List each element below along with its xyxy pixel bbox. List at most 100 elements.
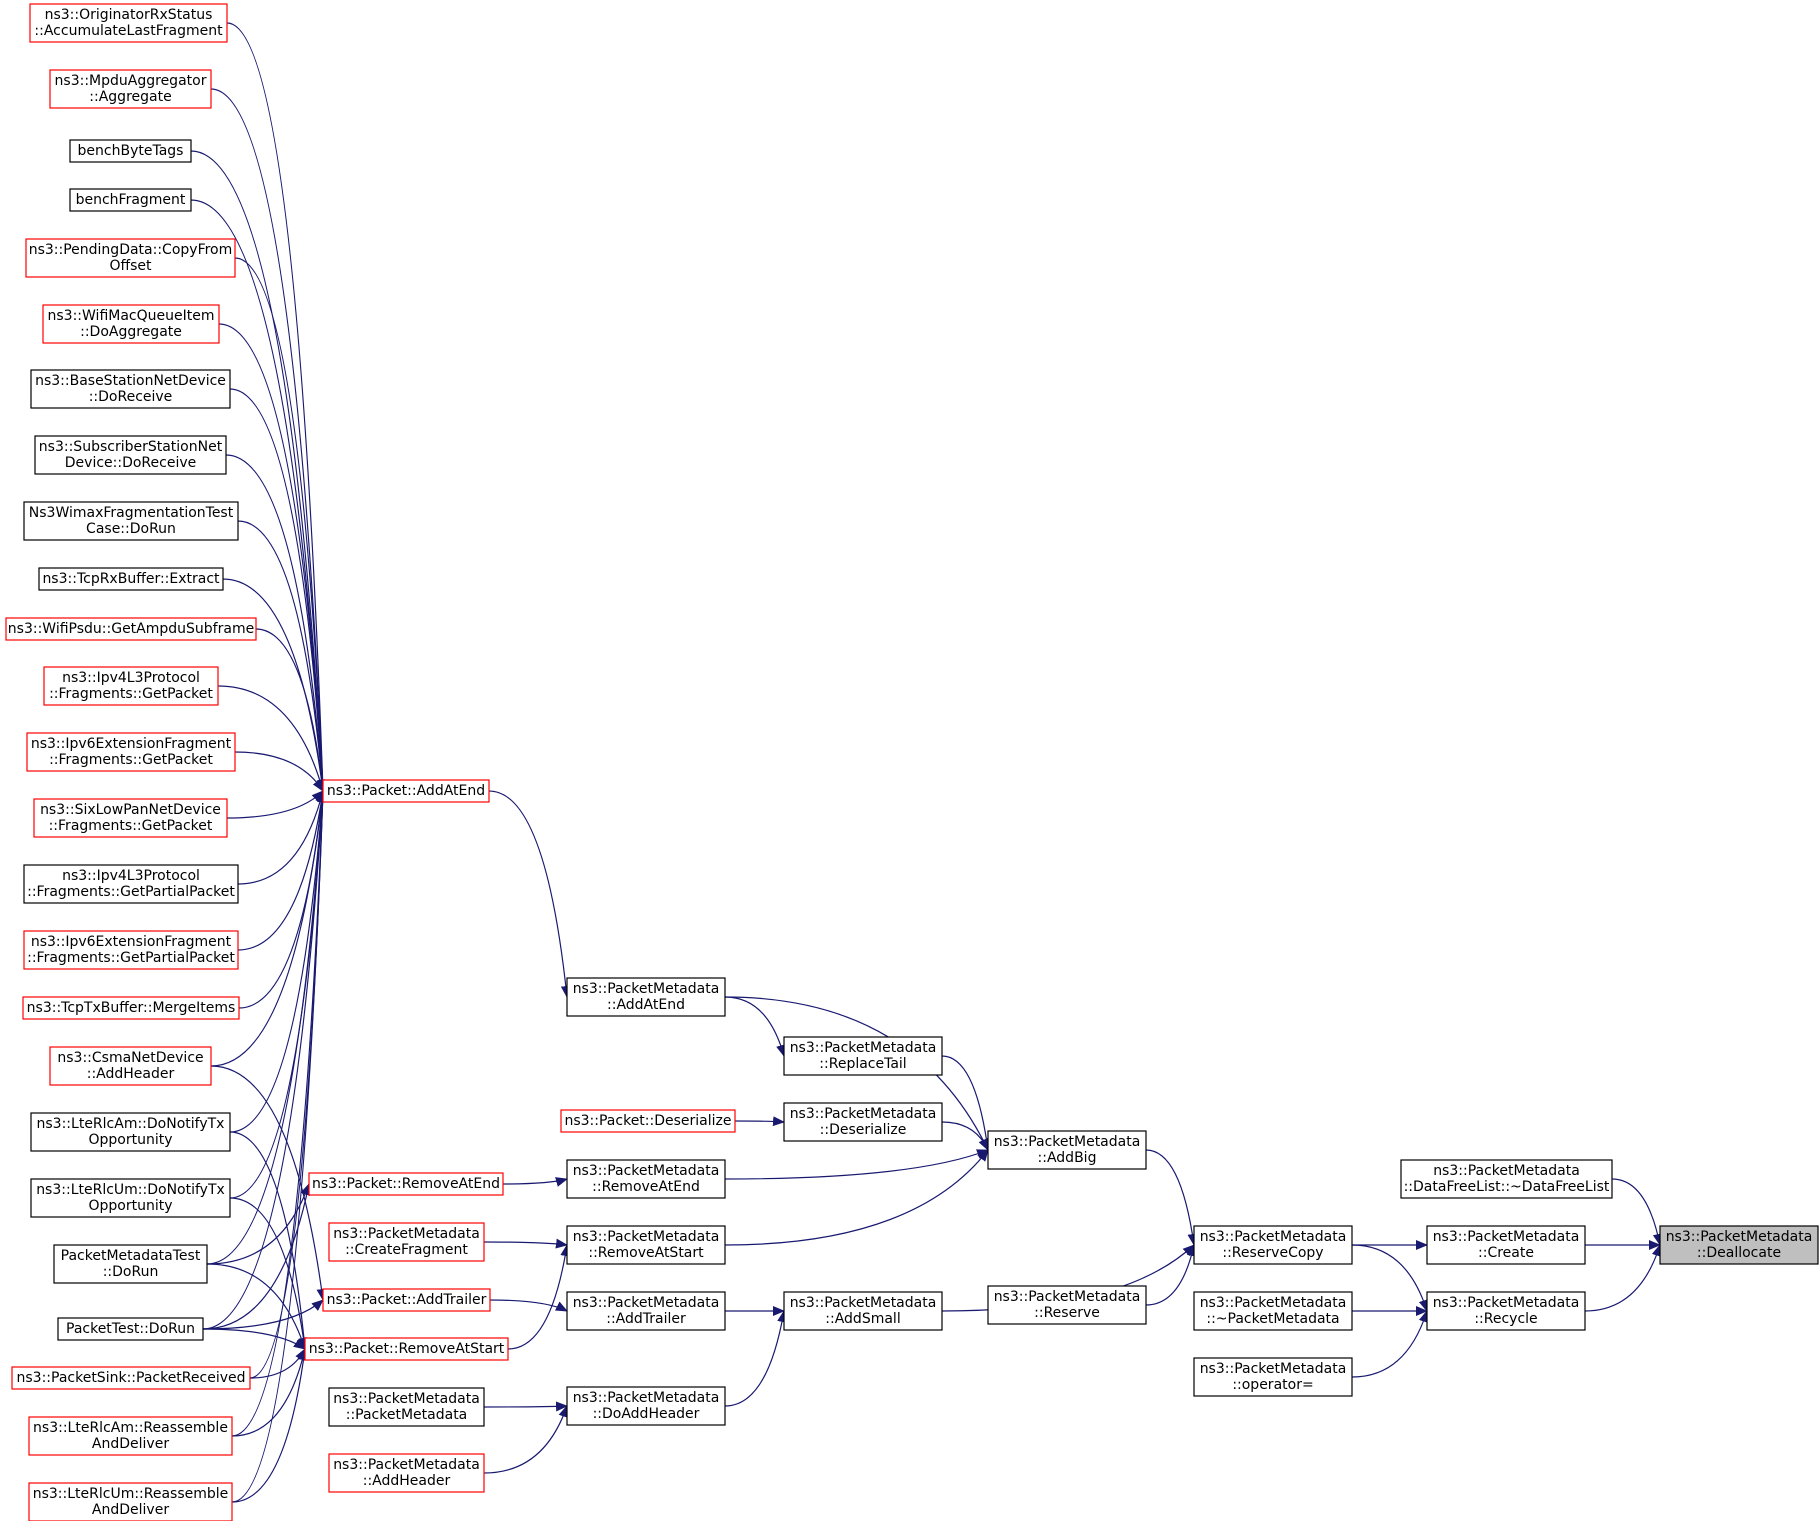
node-benchfrag[interactable]: benchFragment	[69, 188, 192, 212]
node-label-line: Opportunity	[88, 1198, 172, 1214]
edge-ipv4partial-to-addatend	[237, 790, 326, 885]
node-box	[28, 1482, 233, 1521]
node-label-line: ::AddSmall	[825, 1311, 900, 1327]
node-box	[1193, 1357, 1353, 1397]
node-createfrag[interactable]: ns3::PacketMetadata::CreateFragment	[328, 1222, 485, 1262]
node-pmtest[interactable]: PacketMetadataTest::DoRun	[53, 1244, 208, 1284]
node-label-line: ns3::Packet::RemoveAtStart	[309, 1341, 505, 1357]
node-label-line: PacketMetadataTest	[61, 1248, 201, 1264]
node-box	[566, 1159, 726, 1199]
edge-pmctor-to-pmdoaddheader	[483, 1401, 568, 1412]
node-mpduagg[interactable]: ns3::MpduAggregator::Aggregate	[49, 69, 212, 109]
node-label-line: ::AddHeader	[363, 1473, 451, 1489]
node-label-line: ::ReserveCopy	[1222, 1245, 1323, 1261]
node-addatend[interactable]: ns3::Packet::AddAtEnd	[322, 779, 490, 803]
node-label-line: benchByteTags	[78, 143, 184, 159]
node-packetsink[interactable]: ns3::PacketSink::PacketReceived	[11, 1366, 251, 1390]
node-packettest[interactable]: PacketTest::DoRun	[57, 1317, 204, 1341]
node-tcprx[interactable]: ns3::TcpRxBuffer::Extract	[38, 567, 224, 591]
node-pmaddsmall[interactable]: ns3::PacketMetadata::AddSmall	[783, 1291, 943, 1331]
node-label-line: ::ReplaceTail	[819, 1056, 906, 1072]
node-box	[28, 1416, 233, 1456]
node-label-line: ns3::LteRlcUm::Reassemble	[33, 1486, 229, 1502]
node-ipv4getpkt[interactable]: ns3::Ipv4L3Protocol::Fragments::GetPacke…	[43, 666, 219, 706]
node-box	[328, 1453, 485, 1493]
edge-dflist-to-pmdeallocate	[1611, 1178, 1663, 1246]
node-label-line: ns3::Ipv6ExtensionFragment	[31, 934, 232, 950]
node-label-line: ns3::PacketMetadata	[1200, 1229, 1347, 1245]
edge-createfrag-to-pmremoveatstart	[483, 1238, 568, 1249]
node-pmdtor[interactable]: ns3::PacketMetadata::~PacketMetadata	[1193, 1291, 1353, 1331]
node-box	[23, 864, 239, 904]
edge-pmoperator-to-pmrecycle	[1351, 1310, 1429, 1378]
node-box	[304, 1337, 509, 1361]
node-pmaddheader[interactable]: ns3::PacketMetadata::AddHeader	[328, 1453, 485, 1493]
node-ipv6getpkt[interactable]: ns3::Ipv6ExtensionFragment::Fragments::G…	[26, 732, 236, 772]
edge-pmaddheader-to-pmdoaddheader	[483, 1405, 569, 1474]
node-basestation[interactable]: ns3::BaseStationNetDevice::DoReceive	[30, 369, 231, 409]
node-subscriber[interactable]: ns3::SubscriberStationNetDevice::DoRecei…	[34, 435, 227, 475]
node-pmdeserialize[interactable]: ns3::PacketMetadata::Deserialize	[783, 1102, 943, 1142]
node-removeatstart[interactable]: ns3::Packet::RemoveAtStart	[304, 1337, 509, 1361]
node-pmoperator[interactable]: ns3::PacketMetadata::operator=	[1193, 1357, 1353, 1397]
node-label-line: ns3::Packet::AddTrailer	[327, 1292, 487, 1308]
node-pmremoveatstart[interactable]: ns3::PacketMetadata::RemoveAtStart	[566, 1225, 726, 1265]
node-label-line: ns3::PendingData::CopyFrom	[29, 242, 233, 258]
node-pmdeallocate[interactable]: ns3::PacketMetadata::Deallocate	[1659, 1225, 1819, 1265]
node-pmreplacetail[interactable]: ns3::PacketMetadata::ReplaceTail	[783, 1036, 943, 1076]
node-label-line: ns3::PacketMetadata	[994, 1289, 1141, 1305]
node-pmaddbig[interactable]: ns3::PacketMetadata::AddBig	[987, 1130, 1147, 1170]
node-pmctor[interactable]: ns3::PacketMetadata::PacketMetadata	[328, 1387, 485, 1427]
node-pmrecycle[interactable]: ns3::PacketMetadata::Recycle	[1426, 1291, 1586, 1331]
node-label-line: ::AddBig	[1038, 1150, 1097, 1166]
node-box	[22, 996, 240, 1020]
node-pmaddatend[interactable]: ns3::PacketMetadata::AddAtEnd	[566, 977, 726, 1017]
node-addtrailer[interactable]: ns3::Packet::AddTrailer	[322, 1288, 491, 1312]
node-box	[30, 369, 231, 409]
node-pmreservecopy[interactable]: ns3::PacketMetadata::ReserveCopy	[1193, 1225, 1353, 1265]
node-label-line: AndDeliver	[92, 1502, 169, 1518]
node-box	[1400, 1159, 1613, 1199]
node-dflist[interactable]: ns3::PacketMetadata::DataFreeList::~Data…	[1400, 1159, 1613, 1199]
node-pmdoaddheader[interactable]: ns3::PacketMetadata::DoAddHeader	[566, 1386, 726, 1426]
node-removeatend[interactable]: ns3::Packet::RemoveAtEnd	[308, 1172, 504, 1196]
node-ipv6partial[interactable]: ns3::Ipv6ExtensionFragment::Fragments::G…	[23, 930, 239, 970]
node-box	[69, 188, 192, 212]
node-wifimacq[interactable]: ns3::WifiMacQueueItem::DoAggregate	[42, 304, 220, 344]
edge-wifimacq-to-addatend	[218, 323, 328, 792]
node-box	[783, 1291, 943, 1331]
node-label-line: ::Create	[1478, 1245, 1534, 1261]
node-sixlowpan[interactable]: ns3::SixLowPanNetDevice::Fragments::GetP…	[33, 798, 228, 838]
node-label-line: ns3::OriginatorRxStatus	[45, 7, 213, 23]
node-pmremoveatend[interactable]: ns3::PacketMetadata::RemoveAtEnd	[566, 1159, 726, 1199]
node-box	[23, 501, 239, 541]
node-box	[69, 139, 192, 163]
node-label-line: ::RemoveAtStart	[588, 1245, 704, 1261]
node-csma[interactable]: ns3::CsmaNetDevice::AddHeader	[49, 1046, 212, 1086]
node-originator[interactable]: ns3::OriginatorRxStatus::AccumulateLastF…	[29, 3, 228, 43]
node-ipv4partial[interactable]: ns3::Ipv4L3Protocol::Fragments::GetParti…	[23, 864, 239, 904]
node-tcptx[interactable]: ns3::TcpTxBuffer::MergeItems	[22, 996, 240, 1020]
node-box	[566, 1291, 726, 1331]
edge-mpduagg-to-addatend	[210, 88, 328, 792]
node-label-line: ns3::PacketMetadata	[790, 1106, 937, 1122]
node-pmreserve[interactable]: ns3::PacketMetadata::Reserve	[987, 1285, 1147, 1325]
node-box	[49, 1046, 212, 1086]
node-wifipsdu[interactable]: ns3::WifiPsdu::GetAmpduSubframe	[5, 617, 257, 641]
node-deserialize[interactable]: ns3::Packet::Deserialize	[560, 1109, 736, 1133]
node-pmcreate[interactable]: ns3::PacketMetadata::Create	[1426, 1225, 1586, 1265]
node-benchbyte[interactable]: benchByteTags	[69, 139, 192, 163]
edge-lteumreasm-to-addatend	[231, 790, 328, 1503]
node-label-line: ::~PacketMetadata	[1206, 1311, 1339, 1327]
node-label-line: ::RemoveAtEnd	[592, 1179, 700, 1195]
node-pmaddtrailer[interactable]: ns3::PacketMetadata::AddTrailer	[566, 1291, 726, 1331]
node-box	[30, 1112, 231, 1152]
node-box	[42, 304, 220, 344]
